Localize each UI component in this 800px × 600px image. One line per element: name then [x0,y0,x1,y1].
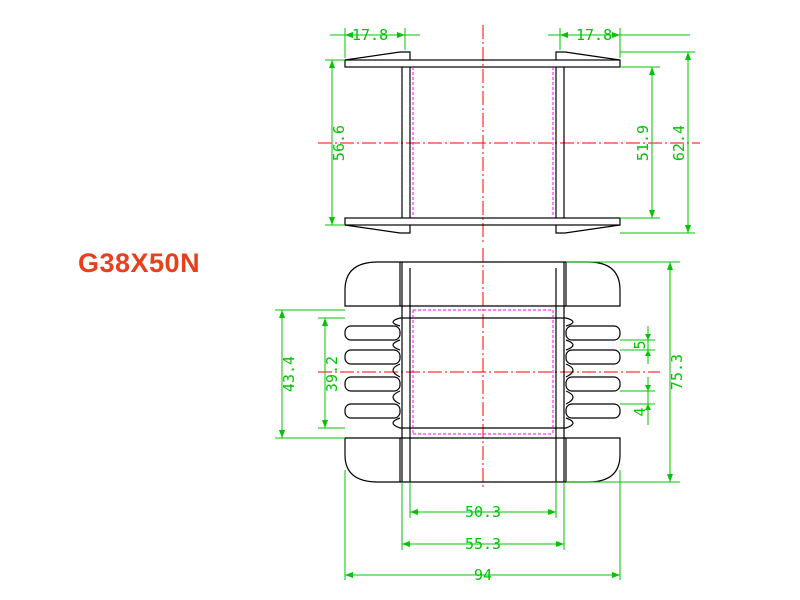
dim-label: 17.8 [352,26,388,44]
dim-label: 75.3 [668,354,686,390]
dim-top-window-height: 51.9 [620,66,660,219]
top-view: 17.8 17.8 56.6 51.9 [318,25,700,245]
front-view: 43.4 39.2 5 4 [275,248,686,584]
dim-label: 55.3 [465,535,501,553]
dim-label: 51.9 [634,125,652,161]
top-taper-lower-right [555,224,621,234]
dim-label: 39.2 [323,356,341,392]
dim-front-height-inner: 39.2 [318,317,345,429]
dim-label: 4 [631,407,649,416]
dim-label: 94 [474,566,492,584]
top-flange-upper [344,59,621,68]
dim-label: 62.4 [670,125,688,161]
part-title: G38X50N [78,248,201,278]
top-taper-lower-left [344,224,411,234]
dim-front-overall-height: 75.3 [566,261,686,483]
dim-top-flange-right: 17.8 [548,26,690,58]
dim-top-flange-left: 17.8 [330,26,420,58]
dim-top-overall-height: 62.4 [620,51,695,234]
front-flange-lower-right [565,437,621,483]
top-taper-upper-right [555,51,621,61]
dim-label: 50.3 [465,503,501,521]
dim-overall-width: 94 [344,470,621,584]
dim-label: 56.6 [330,125,348,161]
dim-core-width: 55.3 [401,482,565,553]
dim-label: 43.4 [280,356,298,392]
front-flange-upper-right [565,261,621,307]
dim-label: 17.8 [576,26,612,44]
top-taper-upper-left [344,51,411,61]
dim-label: 5 [631,340,649,349]
dim-inner-width: 50.3 [409,482,557,521]
front-fins-left [344,317,401,429]
dim-top-inner-height: 56.6 [325,59,348,226]
front-flange-lower [344,437,401,483]
dim-front-height-outer: 43.4 [275,309,345,439]
dim-slot-width: 5 [620,326,655,364]
front-flange-upper [344,261,401,307]
top-flange-lower [344,217,621,226]
dim-slot-pitch: 4 [620,377,655,425]
front-fins-right [565,317,621,429]
